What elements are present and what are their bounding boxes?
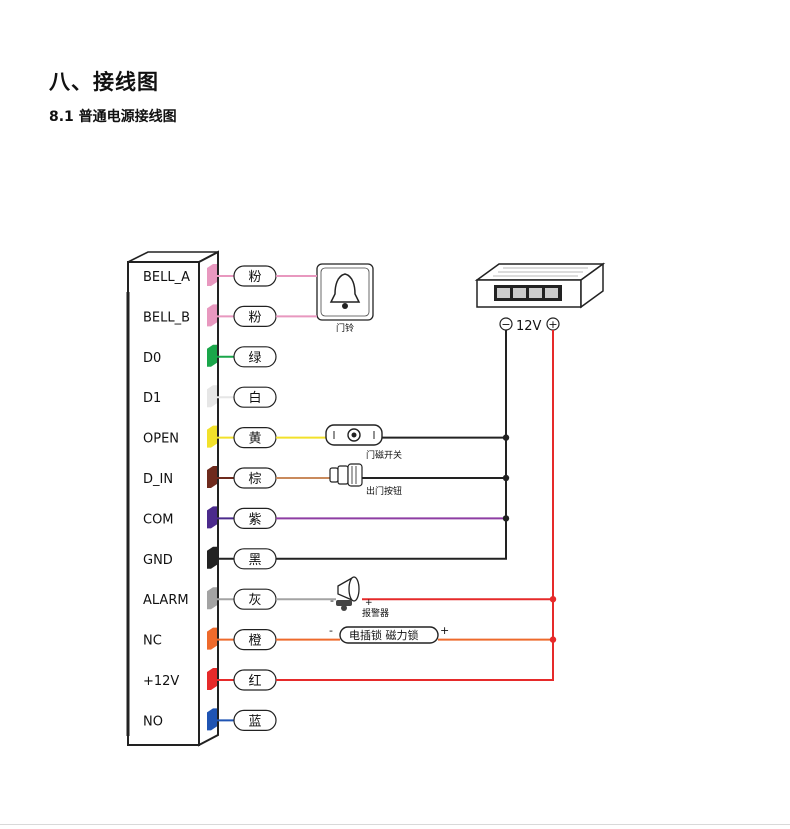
- wire-color-label: 红: [248, 673, 261, 689]
- connector-tab: [207, 708, 217, 731]
- terminal-nc: NC 橙: [143, 627, 277, 651]
- terminal-bell-b: BELL_B 粉: [143, 304, 277, 327]
- subsection-title: 8.1 普通电源接线图: [49, 109, 177, 125]
- terminal-no: NO 蓝: [143, 708, 277, 732]
- connector-tab: [207, 304, 217, 327]
- door-sensor-label: 门磁开关: [366, 449, 402, 461]
- siren-device: - + 报警器: [330, 576, 389, 619]
- siren-label: 报警器: [362, 607, 389, 619]
- bell-icon: [329, 273, 361, 309]
- wire-color-label: 黑: [248, 553, 261, 568]
- bottom-rule: [0, 824, 790, 825]
- connector-tab: [207, 506, 217, 529]
- junction-dot: [549, 596, 557, 603]
- terminal-label: D_IN: [143, 472, 173, 487]
- terminal-alarm: ALARM 灰: [143, 587, 277, 610]
- connector-tab: [207, 668, 217, 690]
- wire-color-label: 粉: [248, 270, 261, 285]
- connector-tab: [207, 627, 217, 650]
- connector-tab: [207, 587, 217, 610]
- connector-tab: [207, 466, 217, 488]
- psu-plus-sign: +: [548, 318, 557, 331]
- terminal-label: NO: [143, 714, 163, 729]
- wire-color-badge: [233, 346, 277, 368]
- wire-color-label: 绿: [248, 351, 261, 366]
- wire-color-label: 白: [248, 390, 261, 406]
- exit-button-device: 出门按钮: [329, 463, 402, 497]
- wire-color-label: 粉: [248, 310, 261, 325]
- terminal-d-in: D_IN 棕: [143, 466, 277, 489]
- power-supply: − 12V +: [474, 262, 606, 334]
- psu-voltage-label: 12V: [516, 319, 542, 334]
- lock-plus-sign: +: [440, 624, 449, 637]
- exit-button-icon: [329, 463, 363, 487]
- terminal-open: OPEN 黄: [143, 425, 277, 449]
- lock-label: 电插锁 磁力锁: [349, 628, 419, 642]
- terminal-label: BELL_B: [143, 310, 190, 325]
- section-title: 八、接线图: [49, 70, 159, 94]
- wire-color-badge: [233, 386, 277, 408]
- junction-dot: [502, 474, 510, 482]
- terminal-label: ALARM: [143, 593, 189, 608]
- junction-dot: [549, 636, 557, 643]
- psu-minus-sign: −: [501, 318, 510, 331]
- junction-dot: [502, 434, 510, 441]
- wire-color-label: 橙: [248, 634, 261, 649]
- connector-tab: [207, 425, 217, 448]
- terminal-label: COM: [143, 512, 174, 527]
- terminal-com: COM 紫: [143, 506, 277, 529]
- terminal-gnd: GND 黑: [143, 546, 277, 570]
- siren-minus-sign: -: [330, 594, 334, 607]
- wire-color-label: 灰: [248, 593, 261, 608]
- connector-tab: [207, 344, 217, 367]
- wire-12v: [276, 330, 554, 681]
- bell-device: 门铃: [316, 263, 374, 334]
- terminal-d1: D1 白: [143, 385, 277, 408]
- terminal-12v: +12V 红: [143, 668, 277, 691]
- terminal-label: BELL_A: [143, 270, 190, 285]
- connector-tab: [207, 264, 217, 286]
- exit-button-label: 出门按钮: [366, 485, 402, 497]
- wire-color-label: 蓝: [248, 714, 261, 729]
- wire-color-label: 紫: [248, 512, 261, 527]
- junction-dot: [502, 515, 510, 522]
- terminal-label: OPEN: [143, 432, 179, 447]
- power-supply-icon: [474, 262, 606, 309]
- wire-color-label: 棕: [248, 472, 261, 487]
- door-sensor-device: 门磁开关: [325, 424, 402, 461]
- terminal-label: GND: [143, 553, 173, 568]
- connector-tab: [207, 385, 217, 408]
- controller-panel: [126, 250, 219, 747]
- siren-icon: [336, 576, 360, 611]
- terminal-label: D0: [143, 351, 161, 366]
- connector-tab: [207, 546, 217, 569]
- terminal-label: +12V: [143, 674, 179, 689]
- lock-device: 电插锁 磁力锁 - +: [329, 624, 449, 644]
- siren-plus-sign: +: [365, 598, 373, 608]
- terminal-label: NC: [143, 634, 162, 649]
- terminal-label: D1: [143, 391, 161, 406]
- wire-color-badge: [233, 709, 277, 732]
- lock-minus-sign: -: [329, 624, 333, 637]
- wire-color-label: 黄: [248, 432, 261, 447]
- bell-label: 门铃: [336, 322, 354, 334]
- door-sensor-icon: [325, 424, 383, 446]
- wire-gnd: [276, 330, 507, 560]
- terminal-d0: D0 绿: [143, 344, 277, 368]
